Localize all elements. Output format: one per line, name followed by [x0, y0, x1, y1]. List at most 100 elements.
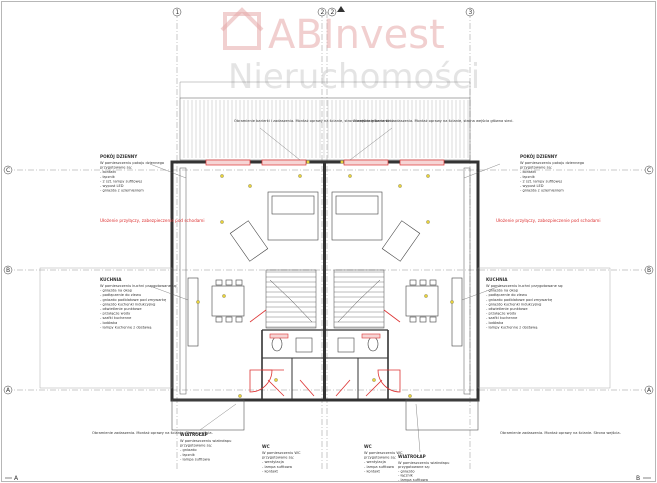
note-line: W pomieszczeniu pokoju dziennego — [100, 161, 164, 165]
pokoj-left-title: POKÓJ DZIENNY — [100, 154, 138, 159]
electrical-point — [426, 174, 430, 178]
wc-right-title: WC — [364, 444, 372, 449]
note-line: - wypust LED — [100, 184, 124, 188]
watermark-line-1: ABInvest — [268, 12, 445, 58]
stairs — [265, 269, 385, 329]
note-line: W pomieszczeniu pokoju dziennego — [520, 161, 584, 165]
chair — [409, 279, 417, 286]
note-line: - gniazda z uziemieniem — [520, 189, 564, 193]
electrical-point — [220, 220, 224, 224]
note-line: - przyłącze wody — [100, 312, 131, 316]
chair — [419, 279, 427, 286]
red-note-right: Ułożenie przyłączy, zabezpieczenie pod s… — [496, 218, 601, 223]
electrical-point — [424, 294, 428, 298]
note-line: - lampy kuchenne z dostawą — [100, 325, 152, 329]
note-line: - łącznik — [520, 175, 536, 179]
note-line: - wypust LED — [520, 184, 544, 188]
note-line: - lodówka — [100, 321, 117, 325]
north-arrow-icon — [337, 6, 345, 12]
note-line: - gniazdo — [180, 448, 197, 452]
axis-label-3: 3 — [469, 9, 473, 16]
note-line: - gniazdo podblatowe pod zmywarkę — [100, 298, 167, 302]
annotations: Obramienie barierki i zadaszenia. Montaż… — [92, 119, 621, 482]
note-line: W pomieszczeniu WC — [364, 451, 403, 455]
note-line: przygotowane są: — [520, 166, 552, 170]
door-swings — [249, 309, 401, 397]
note-line: przygotowane są: — [398, 465, 430, 469]
watermark-logo: ABInvest Nieruchomości — [220, 7, 480, 97]
wc-left-title: WC — [262, 444, 270, 449]
electrical-point — [372, 378, 376, 382]
chair — [235, 316, 243, 323]
electrical-point — [450, 300, 454, 304]
kuchnia-left-title: KUCHNIA — [100, 277, 122, 282]
note-line: przygotowane są: — [262, 456, 294, 460]
note-line: - gniazdo kuchenki indukcyjnej — [486, 302, 541, 306]
note-line: - lampa sufitowa — [180, 457, 210, 461]
note-line: - łącznik — [100, 175, 116, 179]
electrical-point — [426, 220, 430, 224]
electrical-point — [408, 394, 412, 398]
chair — [215, 316, 223, 323]
note-bottom-left: Obramienie zadaszenia. Montaż oprawy na … — [92, 431, 213, 435]
pokoj-right-title: POKÓJ DZIENNY — [520, 154, 558, 159]
electrical-point — [220, 174, 224, 178]
electrical-point — [196, 300, 200, 304]
furniture — [187, 191, 463, 353]
note-line: - łącznik — [180, 453, 196, 457]
note-line: - kontakt — [364, 469, 381, 473]
windows — [205, 159, 445, 166]
chair — [429, 279, 437, 286]
axis-label-2a: 2 — [321, 9, 325, 16]
note-line: - przyłącze wody — [486, 312, 517, 316]
note-line: - lampa sufitowa — [262, 465, 292, 469]
electrical-point — [398, 184, 402, 188]
axis-markers: 1 2 2 3 C C B B A A A B — [3, 6, 654, 482]
note-bottom-right: Obramienie zadaszenia. Montaż oprawy na … — [500, 431, 621, 435]
axis-label-a-right: A — [647, 387, 652, 394]
note-line: przygotowane są: — [100, 166, 132, 170]
chair — [409, 316, 417, 323]
axis-label-2b: 2 — [331, 9, 335, 16]
note-line: przygotowane są: — [364, 456, 396, 460]
wiatrolap-right-title: WIATROŁAP — [398, 454, 426, 459]
note-line: - lampy kuchenne z dostawą — [486, 325, 538, 329]
axis-label-c-right: C — [647, 167, 651, 174]
note-line: - gniazda z uziemieniem — [100, 189, 144, 193]
axis-label-1: 1 — [176, 9, 180, 16]
kuchnia-right-title: KUCHNIA — [486, 277, 508, 282]
wiatrolap-left-title: WIATROŁAP — [180, 432, 208, 437]
roof-hatch — [179, 81, 471, 161]
building-walls — [39, 160, 611, 431]
electrical-point — [248, 184, 252, 188]
chair — [225, 316, 233, 323]
electrical-markers — [196, 160, 454, 398]
watermark-line-2: Nieruchomości — [228, 57, 480, 97]
electrical-point — [274, 378, 278, 382]
axis-label-a-left: A — [6, 387, 11, 394]
electrical-point — [238, 394, 242, 398]
pokoj-left-list: W pomieszczeniu pokoju dziennegoprzygoto… — [100, 161, 164, 193]
note-line: W pomieszczeniu wiatrołapu — [398, 461, 449, 465]
electrical-point — [222, 294, 226, 298]
chair — [215, 279, 223, 286]
note-line: W pomieszczeniu kuchni przygotowane są: — [486, 284, 563, 288]
note-line: - szafki kuchenne — [486, 316, 518, 320]
note-line: - wentylacja — [262, 460, 284, 464]
axis-label-b-left: B — [6, 267, 10, 274]
note-left-top: Obramienie barierki i zadaszenia. Montaż… — [234, 119, 395, 123]
note-line: - oświetlenie punktowe — [100, 307, 142, 311]
note-line: - łącznik — [398, 474, 414, 478]
note-line: - gniazda na okap — [100, 289, 133, 293]
pokoj-right-list: W pomieszczeniu pokoju dziennegoprzygoto… — [520, 161, 584, 193]
note-line: przygotowane są: — [180, 444, 212, 448]
electrical-point — [340, 160, 344, 164]
section-marker-b: B — [636, 475, 640, 482]
kuchnia-right-list: W pomieszczeniu kuchni przygotowane są: -… — [486, 284, 563, 329]
